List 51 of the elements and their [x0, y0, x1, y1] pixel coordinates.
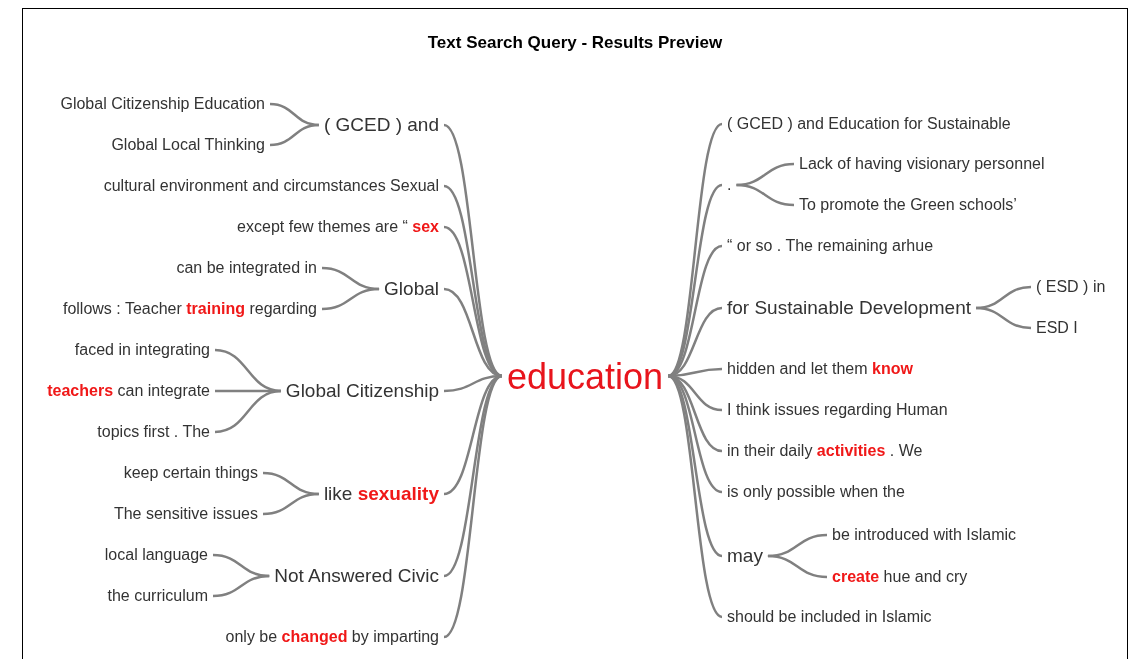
topic-text: Global Local Thinking [106, 135, 270, 155]
topic-text: is only possible when the [722, 482, 910, 502]
topic-text: Not Answered Civic [269, 564, 444, 588]
branch-line [214, 389, 281, 434]
topic-text: topics first . The [92, 422, 215, 442]
topic-text: Global Citizenship [280, 379, 444, 403]
topic-text: follows : Teacher training regarding [57, 299, 322, 319]
topic-text: create hue and cry [827, 567, 973, 587]
topic-text: teachers can integrate [42, 381, 215, 401]
topic-text: ( ESD ) in [1031, 277, 1111, 297]
topic-text: should be included in Islamic [722, 607, 937, 627]
topic-text: only be changed by imparting [220, 627, 444, 647]
topic-text: keep certain things [118, 463, 263, 483]
branch-line [321, 287, 380, 311]
topic-text: Global [379, 277, 444, 301]
topic-text: To promote the Green schools’ [794, 195, 1022, 215]
branch-line [262, 492, 319, 516]
topic-text: local language [99, 545, 213, 565]
topic-text: “ or so . The remaining arhue [722, 236, 939, 256]
topic-text: may [722, 544, 768, 568]
topic-text: faced in integrating [69, 340, 215, 360]
title: Text Search Query - Results Preview [426, 32, 724, 54]
topic-text: can be integrated in [171, 258, 322, 278]
topic-text: Global Citizenship Education [55, 94, 270, 114]
branch-line [667, 306, 723, 378]
branch-line [212, 574, 270, 598]
branch-line [736, 183, 795, 207]
branch-line [975, 306, 1032, 330]
branch-line [443, 375, 503, 638]
branch-line [443, 287, 503, 378]
branch-line [269, 123, 319, 147]
topic-text: I think issues regarding Human [722, 400, 953, 420]
topic-text: hidden and let them know [722, 359, 918, 379]
topic-text: be introduced with Islamic [827, 525, 1022, 545]
topic-text: like sexuality [318, 482, 444, 506]
central-topic: education [502, 353, 669, 399]
topic-text: ESD I [1031, 318, 1083, 338]
branch-line [667, 183, 723, 378]
topic-text: ( GCED ) and Education for Sustainable [722, 114, 1016, 134]
topic-text: The sensitive issues [108, 504, 263, 524]
topic-text: the curriculum [102, 586, 213, 606]
topic-text: ( GCED ) and [318, 113, 444, 137]
branch-line [214, 348, 281, 393]
topic-text: except few themes are “ sex [232, 217, 444, 237]
topic-text: cultural environment and circumstances Sexual [98, 176, 444, 196]
branch-line [667, 375, 723, 618]
topic-text: for Sustainable Development [722, 296, 976, 320]
topic-text: in their daily activities . We [722, 441, 928, 461]
topic-text: Lack of having visionary personnel [794, 154, 1050, 174]
topic-text: . [722, 175, 737, 195]
branch-line [767, 554, 828, 579]
